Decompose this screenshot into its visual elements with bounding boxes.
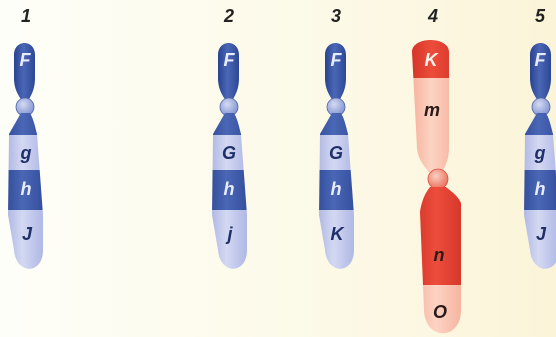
chromosome-4: 4 K m n O xyxy=(412,6,461,334)
chromosome-number: 1 xyxy=(21,6,31,26)
upper-arm xyxy=(14,43,35,103)
chromosome-2: 2 F G h j xyxy=(212,6,247,269)
gene-label: G xyxy=(329,143,343,163)
gene-label: n xyxy=(434,245,445,265)
gene-label: h xyxy=(331,179,342,199)
lower-arm xyxy=(212,113,247,269)
centromere xyxy=(427,168,449,190)
chromosome-number: 5 xyxy=(535,6,546,26)
upper-arm xyxy=(218,43,239,103)
gene-label: h xyxy=(21,179,32,199)
lower-arm xyxy=(319,113,354,269)
gene-label: K xyxy=(331,224,346,244)
chromosome-number: 4 xyxy=(427,6,438,26)
lower-arm xyxy=(420,187,461,334)
gene-label: G xyxy=(222,143,236,163)
gene-label: g xyxy=(20,143,32,163)
gene-label: m xyxy=(424,100,440,120)
gene-label: F xyxy=(535,50,547,70)
chromosome-1: 1 F g h J xyxy=(8,6,43,269)
gene-label: J xyxy=(22,224,33,244)
gene-label: K xyxy=(425,50,440,70)
chromosome-number: 3 xyxy=(331,6,341,26)
gene-label: J xyxy=(536,224,547,244)
gene-label: F xyxy=(224,50,236,70)
chromosome-5: 5 F g h J xyxy=(524,6,556,269)
gene-label: g xyxy=(534,143,546,163)
upper-arm xyxy=(325,43,346,103)
gene-label: O xyxy=(433,302,447,322)
upper-arm xyxy=(530,43,551,103)
chromosome-number: 2 xyxy=(223,6,234,26)
gene-label: F xyxy=(331,50,343,70)
chromosome-3: 3 F G h K xyxy=(319,6,354,269)
gene-label: h xyxy=(535,179,546,199)
gene-label: j xyxy=(225,224,233,244)
gene-label: h xyxy=(224,179,235,199)
gene-label: F xyxy=(20,50,32,70)
upper-arm xyxy=(412,40,449,176)
